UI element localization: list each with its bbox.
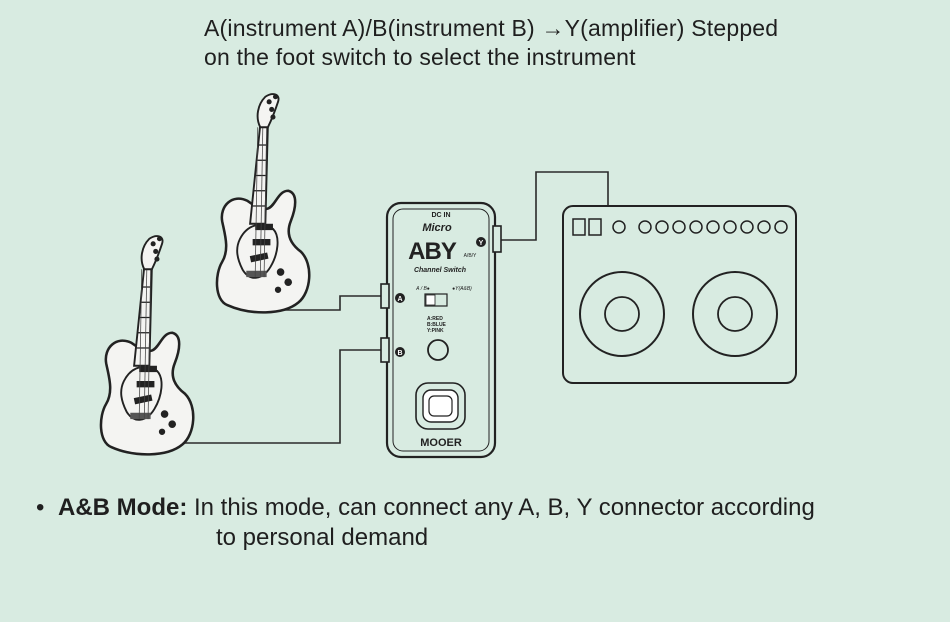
aby-pedal: A B Y DC IN Micro ABY A/B/Y Channel Swit… bbox=[380, 201, 502, 459]
mode-description: In this mode, can connect any A, B, Y co… bbox=[187, 494, 815, 521]
guitar-a-icon bbox=[215, 92, 311, 314]
switch-left-label: A / B● bbox=[415, 286, 430, 292]
jack-a bbox=[380, 283, 390, 309]
aby-small-label: A/B/Y bbox=[464, 253, 477, 259]
jack-a-label: A bbox=[397, 296, 402, 303]
micro-label: Micro bbox=[422, 222, 452, 234]
caption-line-1: A(instrument A)/B(instrument B) →Y(ampli… bbox=[204, 15, 779, 41]
led-indicator bbox=[427, 339, 449, 361]
mode-term: A&B Mode: bbox=[58, 494, 188, 521]
caption-line-2: on the foot switch to select the instrum… bbox=[204, 44, 636, 70]
diagram-caption: A(instrument A)/B(instrument B) →Y(ampli… bbox=[204, 14, 778, 72]
led-legend-blue: B:BLUE bbox=[427, 322, 447, 328]
jack-b bbox=[380, 337, 390, 363]
jack-b-label: B bbox=[397, 350, 402, 357]
mode-description-continued: to personal demand bbox=[216, 524, 429, 551]
mode-note: • A&B Mode: In this mode, can connect any… bbox=[36, 493, 815, 553]
cable-y-amp bbox=[498, 171, 609, 241]
switch-right-label: ●Y(A&B) bbox=[452, 286, 472, 292]
cable-guitar-a bbox=[280, 295, 382, 311]
channel-switch-label: Channel Switch bbox=[414, 267, 466, 274]
amplifier-icon bbox=[562, 205, 797, 384]
jack-y bbox=[492, 225, 502, 253]
left-speaker bbox=[579, 271, 665, 357]
dc-in-label: DC IN bbox=[431, 212, 450, 219]
bullet-icon: • bbox=[36, 494, 45, 521]
led-legend-pink: Y:PINK bbox=[427, 328, 444, 334]
brand-label: MOOER bbox=[420, 437, 462, 449]
aby-label: ABY bbox=[408, 238, 457, 265]
jack-y-label: Y bbox=[479, 240, 484, 247]
right-speaker bbox=[692, 271, 778, 357]
led-legend-red: A:RED bbox=[427, 316, 443, 322]
guitar-b-icon bbox=[99, 234, 195, 456]
cable-guitar-b bbox=[160, 349, 382, 444]
